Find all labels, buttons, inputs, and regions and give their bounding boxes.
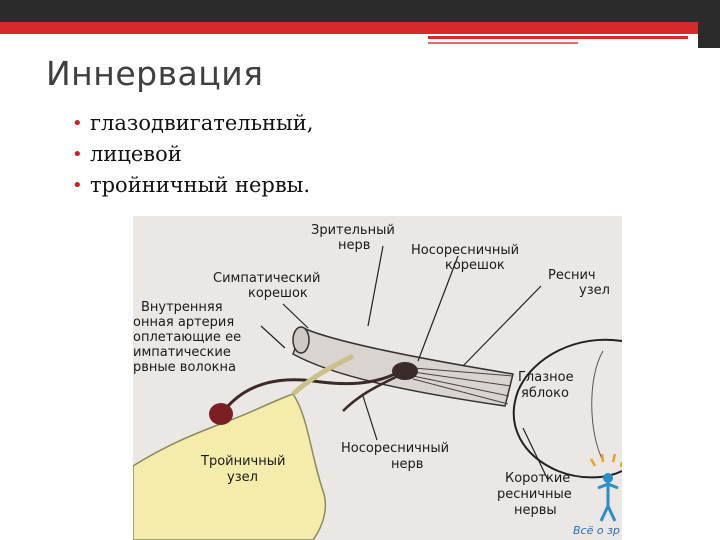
eyeball-shape — [514, 340, 622, 478]
bullet-dot-icon: • — [72, 139, 83, 170]
label-ciliary-ganglion: Реснич — [548, 268, 596, 283]
label-internal-carotid: онная артерия — [133, 315, 234, 330]
bullet-list: • глазодвигательный, • лицевой • тройничный… — [72, 108, 313, 201]
label-eyeball: Глазное — [518, 370, 574, 385]
optic-nerve-end — [293, 327, 309, 353]
slide-title: Иннервация — [46, 54, 264, 93]
label-nasociliary-root: Носоресничный — [411, 243, 519, 258]
logo-figure-icon — [598, 484, 618, 521]
logo-rays-icon — [591, 454, 622, 467]
bullet-item: • тройничный нервы. — [72, 170, 313, 201]
bullet-dot-icon: • — [72, 108, 83, 139]
label-internal-carotid: Внутренняя — [141, 300, 223, 315]
label-short-ciliary-nerves: нервы — [514, 503, 557, 518]
bullet-text: тройничный нервы. — [90, 173, 310, 197]
diagram-svg: Зрительный нерв Носоресничный корешок Ре… — [133, 216, 622, 540]
label-trigeminal-ganglion: Тройничный — [200, 454, 285, 469]
bullet-text: глазодвигательный, — [90, 111, 313, 135]
header-right-block — [698, 0, 720, 48]
decorative-line-short — [428, 42, 578, 44]
label-ciliary-ganglion: узел — [579, 283, 610, 298]
label-nasociliary-nerve: нерв — [391, 457, 423, 472]
label-optic-nerve: Зрительный — [311, 223, 395, 238]
bullet-item: • глазодвигательный, — [72, 108, 313, 139]
eyeball-inner-line — [592, 351, 603, 461]
label-sympathetic-root: корешок — [248, 286, 308, 301]
label-optic-nerve: нерв — [338, 238, 370, 253]
eye-innervation-diagram: Зрительный нерв Носоресничный корешок Ре… — [133, 216, 622, 540]
label-short-ciliary-nerves: Короткие — [505, 471, 570, 486]
bullet-text: лицевой — [90, 142, 182, 166]
bullet-item: • лицевой — [72, 139, 313, 170]
label-eyeball: яблоко — [521, 386, 569, 401]
label-nasociliary-root: корешок — [445, 258, 505, 273]
label-internal-carotid: импатические — [133, 345, 231, 360]
header-red-bar — [0, 22, 700, 34]
bullet-dot-icon: • — [72, 170, 83, 201]
label-short-ciliary-nerves: ресничные — [497, 487, 572, 502]
pterygopalatine-node — [209, 403, 233, 425]
label-nasociliary-nerve: Носоресничный — [341, 441, 449, 456]
label-internal-carotid: оплетающие ее — [133, 330, 241, 345]
label-trigeminal-ganglion: узел — [227, 470, 258, 485]
watermark-logo — [591, 454, 622, 521]
header-dark-bar — [0, 0, 720, 22]
decorative-line — [428, 36, 688, 39]
logo-head-icon — [603, 473, 613, 483]
label-internal-carotid: рвные волокна — [133, 360, 236, 375]
label-sympathetic-root: Симпатический — [213, 271, 320, 286]
watermark-text: Всё о зр — [573, 524, 620, 537]
